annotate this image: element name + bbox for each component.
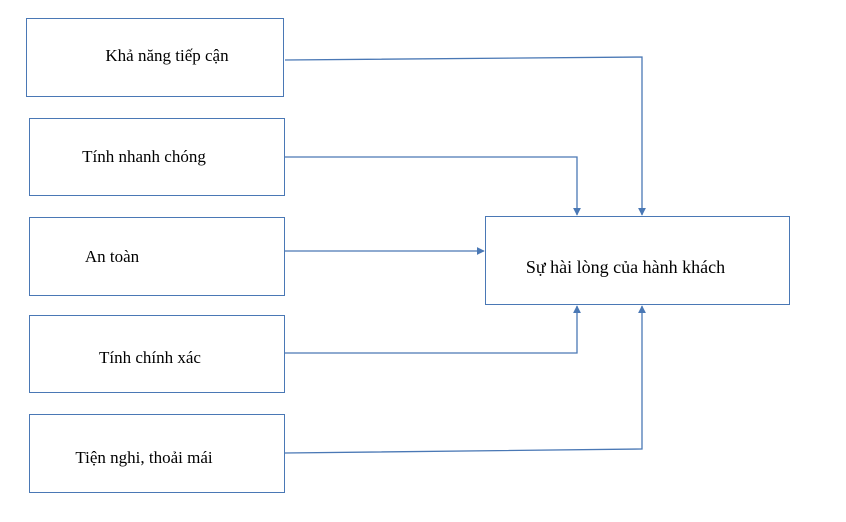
factor-box-safety: An toàn <box>29 217 285 296</box>
arrow-comfort <box>284 305 646 454</box>
arrow-accessibility <box>284 56 646 216</box>
arrow-accuracy <box>285 305 581 354</box>
factor-box-accuracy: Tính chính xác <box>29 315 285 393</box>
factor-label-speed: Tính nhanh chóng <box>82 147 206 166</box>
factor-box-accessibility: Khả năng tiếp cận <box>26 18 284 97</box>
target-box-satisfaction: Sự hài lòng của hành khách <box>485 216 790 305</box>
factor-label-accuracy: Tính chính xác <box>99 348 201 367</box>
factor-label-comfort: Tiện nghi, thoải mái <box>75 447 213 467</box>
arrow-speed <box>285 156 581 216</box>
factor-box-comfort: Tiện nghi, thoải mái <box>29 414 285 493</box>
target-label-satisfaction: Sự hài lòng của hành khách <box>525 257 726 277</box>
factor-label-safety: An toàn <box>84 246 140 266</box>
factor-label-accessibility: Khả năng tiếp cận <box>105 46 229 65</box>
factor-box-speed: Tính nhanh chóng <box>29 118 285 196</box>
